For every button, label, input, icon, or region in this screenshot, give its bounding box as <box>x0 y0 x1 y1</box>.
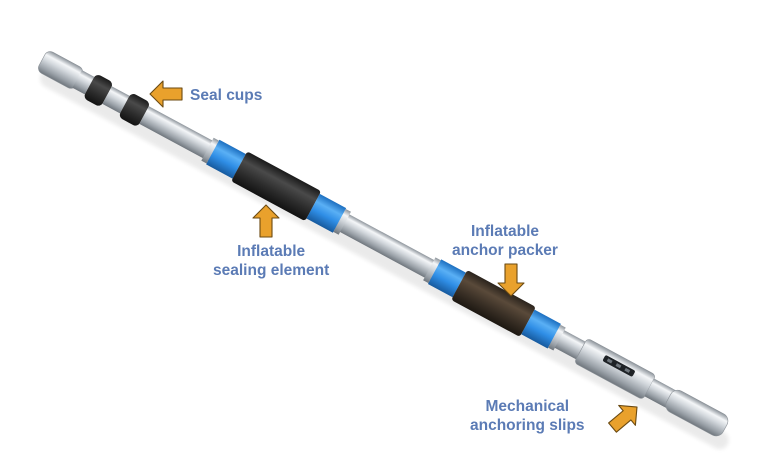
block-arrow-icon <box>608 404 638 433</box>
callout-line: sealing element <box>213 262 330 279</box>
sealing-element <box>232 152 321 221</box>
sealing-sleeve-left <box>206 139 246 179</box>
seal-cup-lower <box>119 94 149 126</box>
callout-line: Inflatable <box>237 243 306 260</box>
upper-collar-right <box>333 208 351 235</box>
seal-cup-spacer <box>102 86 130 114</box>
lower-collar-right <box>548 324 566 351</box>
seal-cups-label: Seal cups <box>190 86 262 105</box>
lower-collar <box>423 257 441 284</box>
block-arrow-icon <box>252 204 280 238</box>
anchoring-slips-label: Mechanical anchoring slips <box>470 397 585 435</box>
bottom-sub <box>665 389 729 437</box>
sealing-sleeve-right <box>306 193 347 233</box>
callout-line: Inflatable <box>470 223 539 240</box>
top-neck <box>72 70 95 95</box>
callout-line: anchor packer <box>452 242 558 259</box>
anchor-sleeve-right <box>521 309 561 349</box>
tool-body <box>38 51 729 450</box>
seal-cup-upper <box>84 75 113 106</box>
callout-line: Seal cups <box>190 87 263 104</box>
bottom-neck <box>644 378 674 407</box>
block-arrow-icon <box>497 263 525 297</box>
anchor-packer-label: Inflatable anchor packer <box>452 222 558 260</box>
block-arrow-icon <box>149 80 183 108</box>
anchor-sleeve-left <box>427 259 466 298</box>
upper-collar <box>201 137 219 164</box>
sealing-element-label: Inflatable sealing element <box>213 242 329 280</box>
anchor-packer <box>452 271 535 336</box>
callout-line: anchoring slips <box>470 417 585 434</box>
callout-line: Mechanical <box>485 398 570 415</box>
